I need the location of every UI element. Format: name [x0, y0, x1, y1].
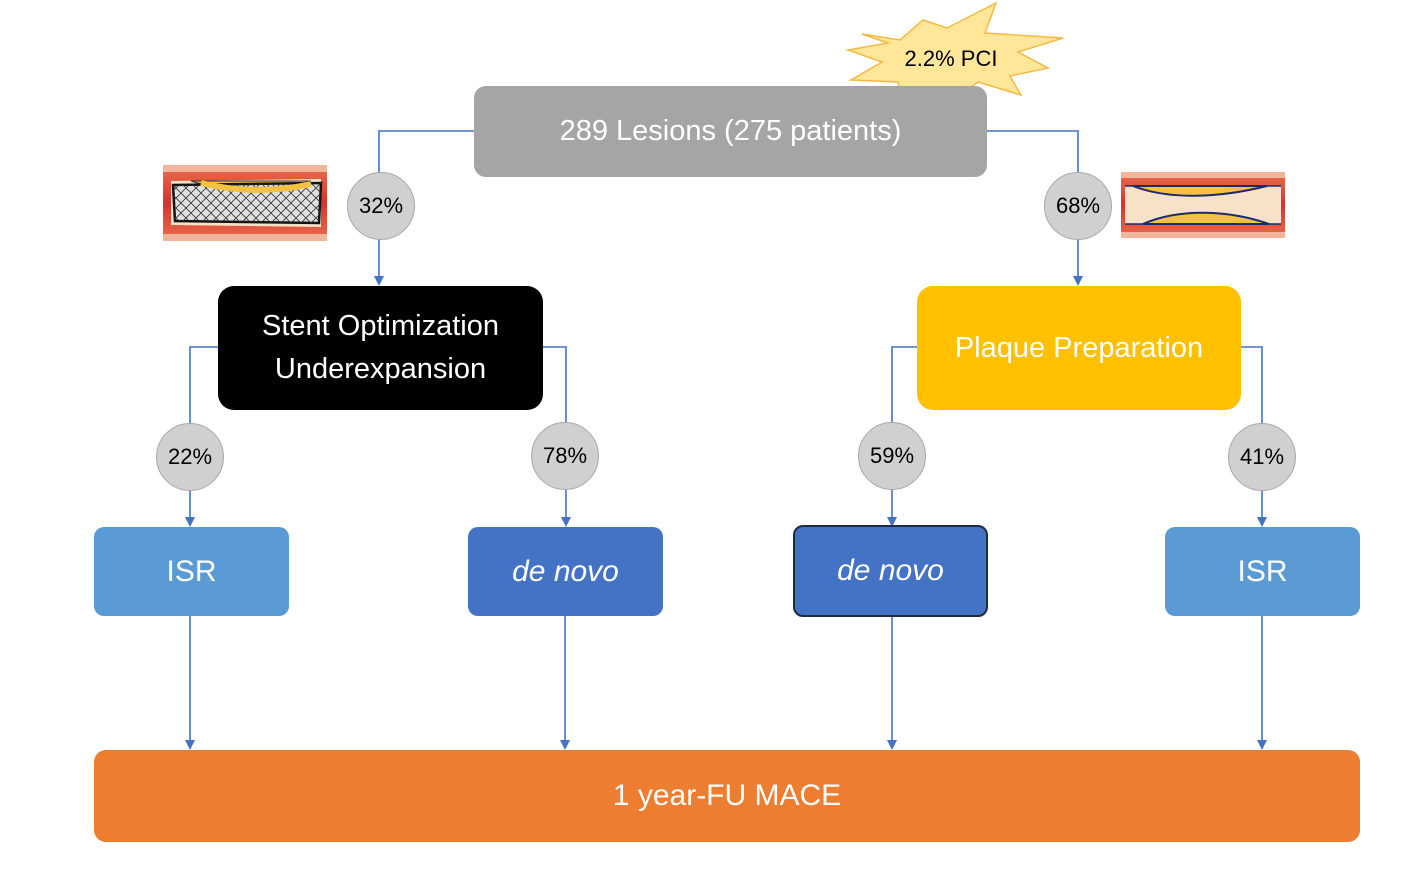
isr-right-label: ISR [1237, 554, 1288, 588]
stent-optimization-label: Stent Optimization [262, 310, 499, 342]
pct-plaque-circle: 68% [1044, 172, 1112, 240]
pct-stent-isr-circle: 22% [156, 423, 224, 491]
denovo-right-label: de novo [837, 554, 944, 587]
stented-artery-icon [163, 165, 327, 241]
root-lesions-label: 289 Lesions (275 patients) [559, 115, 902, 147]
isr-left-box: ISR [94, 527, 289, 616]
pci-burst-label: 2.2% PCI [904, 46, 998, 71]
pct-stent-isr-label: 22% [167, 444, 213, 469]
pct-plaque-label: 68% [1055, 193, 1101, 218]
stent-optimization-box: Stent Optimization Underexpansion [218, 286, 543, 410]
mace-outcome-label: 1 year-FU MACE [612, 779, 842, 812]
pct-stent-label: 32% [358, 193, 404, 218]
pct-plaque-denovo-circle: 59% [858, 422, 926, 490]
pct-plaque-isr-circle: 41% [1228, 423, 1296, 491]
isr-left-label: ISR [166, 554, 217, 588]
denovo-left-label: de novo [512, 554, 619, 588]
pct-stent-denovo-circle: 78% [531, 422, 599, 490]
pct-stent-circle: 32% [347, 172, 415, 240]
pct-plaque-denovo-label: 59% [869, 443, 915, 468]
plaque-preparation-label: Plaque Preparation [954, 331, 1204, 364]
denovo-right-box: de novo [793, 525, 988, 617]
pct-stent-denovo-label: 78% [542, 443, 588, 468]
underexpansion-label: Underexpansion [274, 353, 487, 385]
denovo-left-box: de novo [468, 527, 663, 616]
plaque-artery-icon [1121, 172, 1285, 238]
mace-outcome-box: 1 year-FU MACE [94, 750, 1360, 842]
isr-right-box: ISR [1165, 527, 1360, 616]
plaque-preparation-box: Plaque Preparation [917, 286, 1241, 410]
pct-plaque-isr-label: 41% [1239, 444, 1285, 469]
root-lesions-box: 289 Lesions (275 patients) [474, 86, 987, 177]
